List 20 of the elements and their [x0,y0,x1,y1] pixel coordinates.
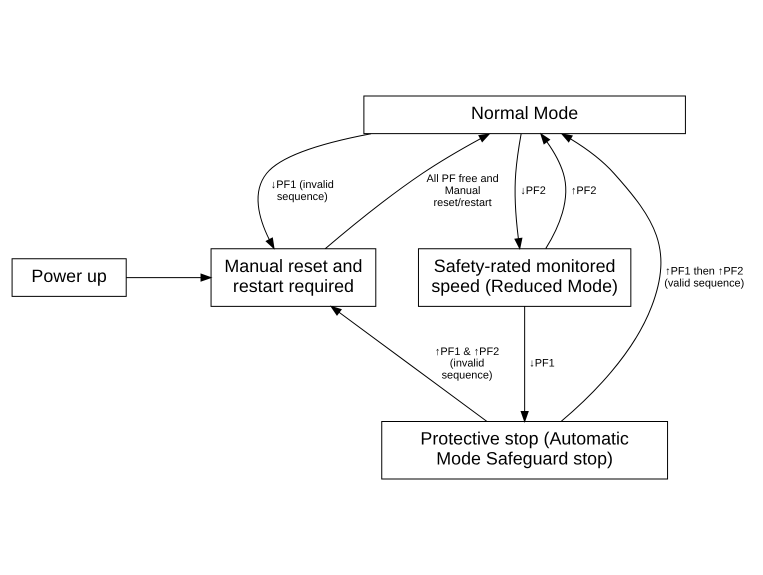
node-box: Protective stop (Automatic Mode Safeguard stop) [381,420,668,480]
arrow [520,306,529,423]
edge-label: ↑PF1 & ↑PF2 (invalid sequence) [434,346,500,382]
node-box: Power up [12,258,127,297]
edge-label: ↓PF1 [529,358,555,370]
arrow [324,133,491,250]
arrow [514,133,522,250]
arrow [560,133,662,422]
arrow [258,133,372,250]
node-box: Safety-rated monitored speed (Reduced Mode) [418,248,632,307]
arrow [126,273,212,282]
arrow [540,132,566,249]
node-box: Manual reset and restart required [210,248,376,307]
edge-label: ↑PF1 then ↑PF2 (valid sequence) [664,265,744,290]
edge-label: All PF free and Manual reset/restart [426,173,499,209]
node-box: Normal Mode [363,95,686,134]
arrow [330,305,488,422]
edge-label: ↓PF1 (invalid sequence) [270,179,334,203]
edge-label: ↑PF2 [570,185,596,198]
edge-label: ↓PF2 [520,185,546,198]
